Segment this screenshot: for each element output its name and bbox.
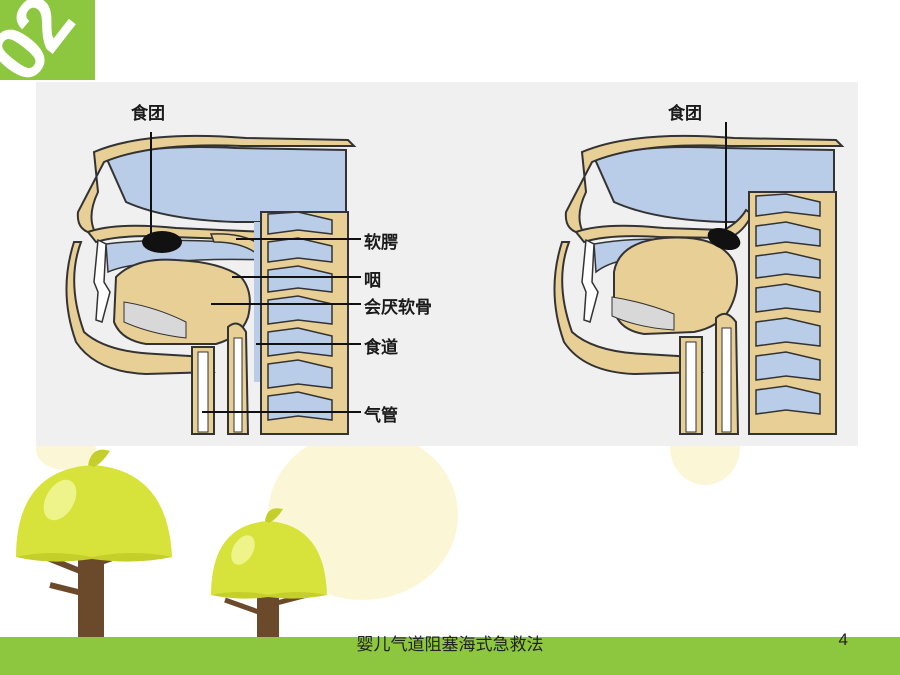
left-anatomy — [65, 132, 361, 435]
footer-ground-bar — [0, 637, 900, 675]
page-number: 4 — [838, 630, 848, 649]
footer-title: 婴儿气道阻塞海式急救法 — [356, 635, 544, 655]
vertebrae — [755, 193, 821, 415]
food-bolus — [142, 231, 182, 253]
label-pharynx: 咽 — [364, 271, 381, 291]
label-soft-palate: 软腭 — [364, 233, 398, 253]
lips-teeth — [581, 238, 599, 323]
tree-large — [16, 449, 172, 640]
label-epiglottis: 会厌软骨 — [364, 298, 432, 318]
label-food-bolus-right: 食团 — [668, 104, 702, 124]
label-esophagus: 食道 — [364, 338, 398, 358]
anatomy-panel: 食团 软腭 咽 会厌软骨 食道 气管 食团 — [36, 82, 858, 446]
hyoid-region — [123, 301, 187, 339]
trachea-inner — [197, 351, 209, 433]
food-bolus — [707, 227, 741, 251]
hyoid-region — [611, 296, 675, 331]
anatomy-diagrams — [65, 122, 845, 435]
leader-lines — [150, 132, 361, 413]
esophagus-inner — [233, 337, 243, 433]
label-trachea: 气管 — [364, 406, 398, 426]
nasal-cavity — [104, 146, 347, 223]
section-number-badge: 02 — [0, 0, 95, 80]
right-anatomy — [553, 122, 845, 435]
section-number: 02 — [0, 0, 89, 80]
trachea-inner — [685, 341, 697, 433]
esophagus-inner — [721, 327, 732, 433]
lips-teeth — [93, 238, 111, 323]
label-food-bolus-left: 食团 — [131, 104, 165, 124]
